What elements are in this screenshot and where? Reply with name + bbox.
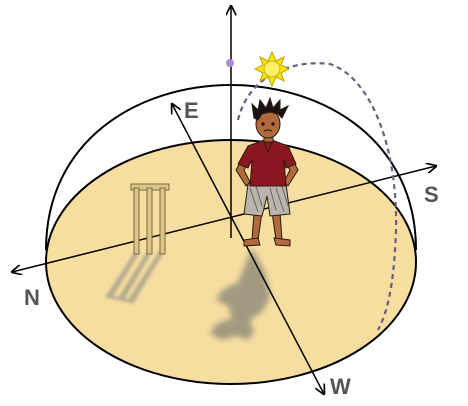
label-east: E <box>184 98 199 123</box>
cricket-wicket <box>130 183 170 255</box>
boy-figure <box>235 96 299 247</box>
label-west: W <box>330 374 351 399</box>
zenith-dot <box>226 59 234 67</box>
east-west-axis <box>172 104 324 394</box>
label-north: N <box>24 285 40 310</box>
sun-icon <box>253 50 291 88</box>
label-south: S <box>424 182 439 207</box>
